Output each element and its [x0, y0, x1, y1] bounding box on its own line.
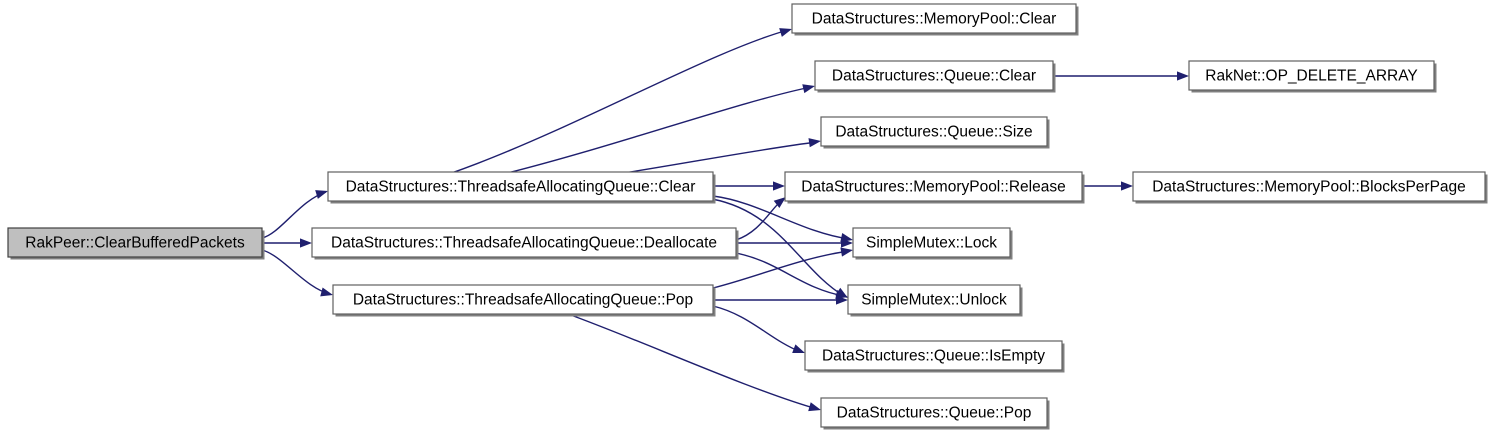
edge-q_clear-to-op_delete_array	[1053, 71, 1189, 81]
node-label: DataStructures::ThreadsafeAllocatingQueu…	[346, 179, 696, 196]
graph-node-tsaq_clear[interactable]: DataStructures::ThreadsafeAllocatingQueu…	[327, 171, 716, 204]
graph-node-tsaq_pop[interactable]: DataStructures::ThreadsafeAllocatingQueu…	[332, 284, 716, 317]
node-label: DataStructures::MemoryPool::BlocksPerPag…	[1152, 179, 1466, 196]
arrowhead-icon	[773, 197, 786, 209]
node-layer: RakPeer::ClearBufferedPacketsDataStructu…	[7, 3, 1488, 430]
graph-node-q_pop[interactable]: DataStructures::Queue::Pop	[820, 397, 1050, 430]
graph-node-q_isempty[interactable]: DataStructures::Queue::IsEmpty	[804, 340, 1065, 373]
edge-tsaq_dealloc-to-mutex_lock	[736, 238, 853, 248]
graph-node-mp_clear[interactable]: DataStructures::MemoryPool::Clear	[791, 3, 1079, 36]
node-box[interactable]	[327, 171, 714, 202]
graph-node-mp_blocksperpage[interactable]: DataStructures::MemoryPool::BlocksPerPag…	[1132, 171, 1488, 204]
edge-line	[712, 250, 850, 289]
arrowhead-icon	[779, 28, 792, 37]
node-box[interactable]	[847, 284, 1021, 315]
edge-tsaq_pop-to-mutex_unlock	[713, 295, 848, 305]
arrowhead-icon	[1177, 71, 1189, 81]
node-box[interactable]	[820, 397, 1048, 428]
node-label: DataStructures::Queue::IsEmpty	[822, 348, 1045, 365]
arrowhead-icon	[792, 344, 805, 353]
edge-line	[567, 313, 818, 410]
arrowhead-icon	[840, 247, 853, 257]
graph-node-root[interactable]: RakPeer::ClearBufferedPackets	[7, 227, 265, 260]
graph-node-tsaq_dealloc[interactable]: DataStructures::ThreadsafeAllocatingQueu…	[311, 227, 739, 260]
edge-tsaq_pop-to-mutex_lock	[712, 247, 853, 289]
edge-tsaq_pop-to-q_isempty	[712, 305, 805, 353]
node-label: SimpleMutex::Unlock	[861, 292, 1007, 309]
arrowhead-icon	[836, 295, 848, 305]
edge-layer	[261, 28, 1189, 412]
arrowhead-icon	[773, 181, 785, 191]
edge-line	[712, 195, 850, 240]
arrowhead-icon	[300, 238, 312, 248]
edge-line	[735, 252, 845, 297]
edge-tsaq_dealloc-to-mutex_unlock	[735, 252, 848, 300]
node-box[interactable]	[784, 171, 1083, 202]
node-label: RakNet::OP_DELETE_ARRAY	[1205, 68, 1417, 85]
node-label: DataStructures::MemoryPool::Clear	[812, 11, 1057, 28]
graph-node-q_clear[interactable]: DataStructures::Queue::Clear	[814, 60, 1056, 93]
arrowhead-icon	[841, 238, 853, 248]
arrowhead-icon	[315, 190, 328, 199]
node-label: DataStructures::Queue::Clear	[832, 68, 1036, 85]
edge-tsaq_clear-to-mp_release	[713, 181, 785, 191]
arrowhead-icon	[808, 138, 821, 148]
node-box[interactable]	[311, 227, 737, 258]
arrowhead-icon	[1121, 181, 1133, 191]
arrowhead-icon	[808, 402, 821, 412]
node-label: DataStructures::ThreadsafeAllocatingQueu…	[331, 235, 717, 252]
node-box[interactable]	[1132, 171, 1486, 202]
node-box[interactable]	[820, 116, 1048, 147]
node-box[interactable]	[332, 284, 714, 315]
node-label: DataStructures::Queue::Pop	[837, 405, 1032, 422]
edge-tsaq_dealloc-to-mp_release	[735, 197, 786, 241]
graph-node-op_delete_array[interactable]: RakNet::OP_DELETE_ARRAY	[1188, 60, 1437, 93]
edge-root-to-tsaq_dealloc	[262, 238, 312, 248]
graph-node-mp_release[interactable]: DataStructures::MemoryPool::Release	[784, 171, 1085, 204]
node-box[interactable]	[804, 340, 1063, 371]
node-box[interactable]	[7, 227, 263, 258]
node-box[interactable]	[814, 60, 1054, 91]
edge-root-to-tsaq_pop	[261, 249, 333, 297]
edge-mp_release-to-mp_blocksperpage	[1082, 181, 1133, 191]
node-box[interactable]	[791, 3, 1077, 34]
edge-line	[712, 305, 802, 353]
edge-tsaq_pop-to-q_pop	[567, 313, 821, 412]
arrowhead-icon	[802, 84, 815, 94]
arrowhead-icon	[320, 287, 333, 297]
node-box[interactable]	[1188, 60, 1435, 91]
node-label: DataStructures::ThreadsafeAllocatingQueu…	[353, 292, 693, 309]
node-label: DataStructures::MemoryPool::Release	[801, 179, 1065, 196]
graph-node-mutex_unlock[interactable]: SimpleMutex::Unlock	[847, 284, 1023, 317]
edge-line	[735, 199, 783, 241]
node-label: DataStructures::Queue::Size	[835, 124, 1032, 141]
edge-root-to-tsaq_clear	[261, 190, 328, 239]
graph-node-q_size[interactable]: DataStructures::Queue::Size	[820, 116, 1050, 149]
node-label: RakPeer::ClearBufferedPackets	[25, 235, 245, 252]
graph-node-mutex_lock[interactable]: SimpleMutex::Lock	[852, 227, 1013, 260]
node-box[interactable]	[852, 227, 1011, 258]
node-label: SimpleMutex::Lock	[866, 235, 997, 252]
